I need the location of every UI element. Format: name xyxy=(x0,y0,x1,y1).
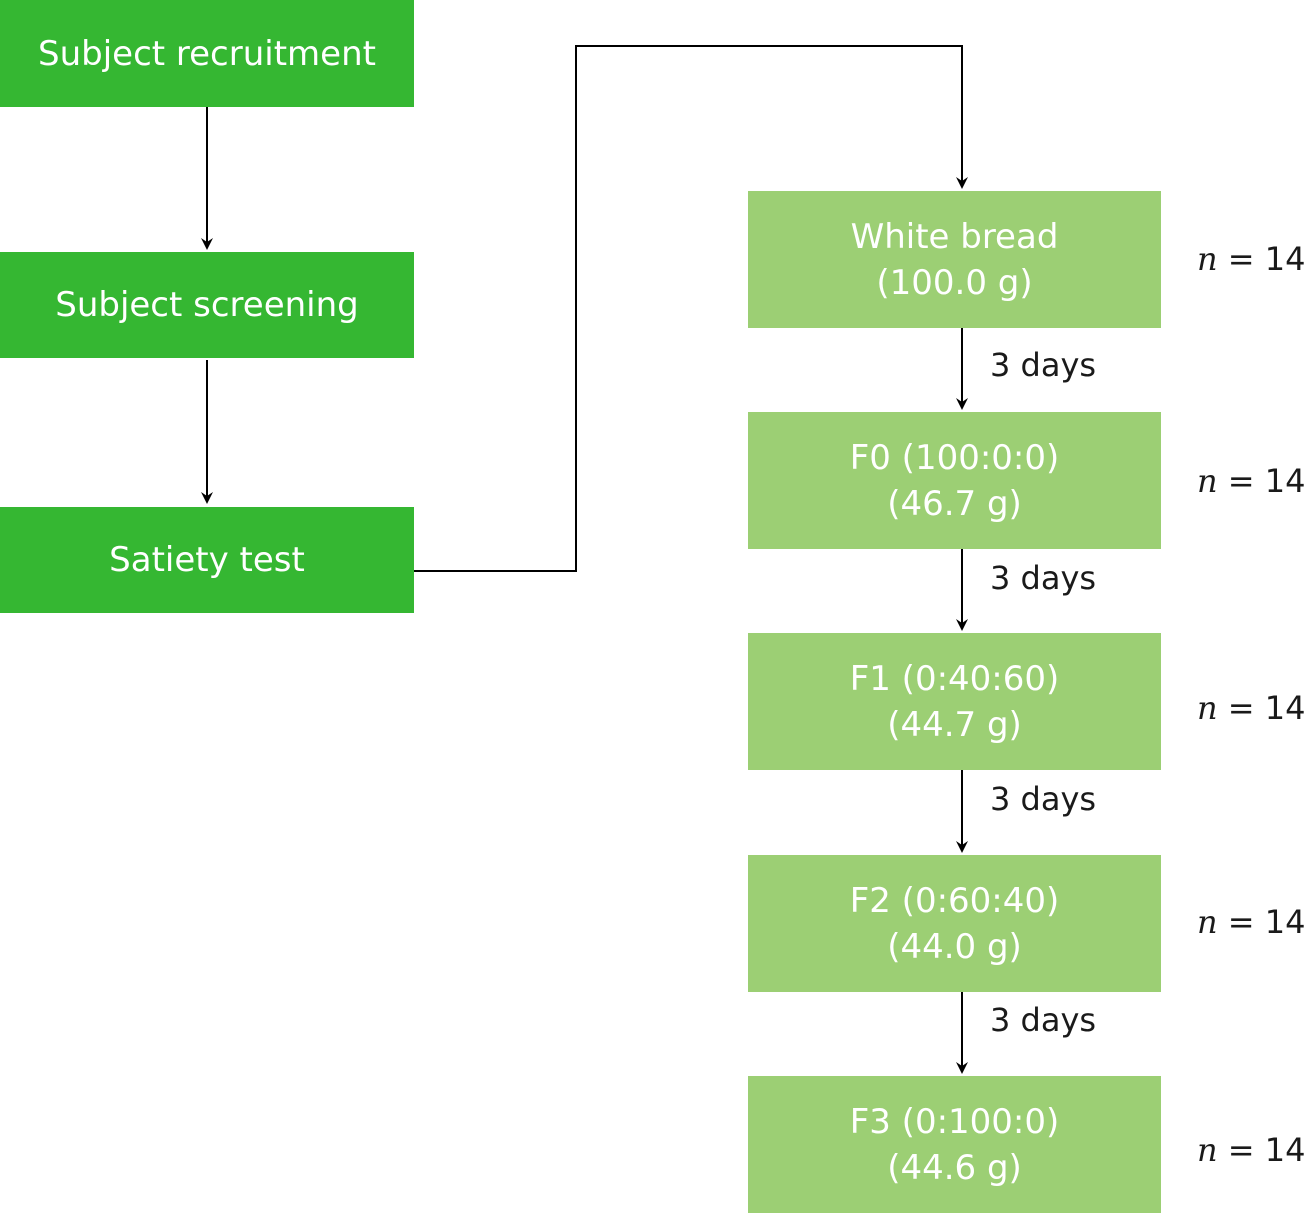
treatment-name: F0 (100:0:0) xyxy=(849,437,1060,478)
step-label: Subject screening xyxy=(55,285,359,325)
n-variable: n xyxy=(1197,240,1218,278)
interval-label: 3 days xyxy=(990,1001,1097,1039)
interval-label: 3 days xyxy=(990,559,1097,597)
treatment-f3: F3 (0:100:0) (44.6 g) xyxy=(748,1076,1161,1213)
treatment-f2: F2 (0:60:40) (44.0 g) xyxy=(748,855,1161,992)
sample-size-label: n = 14 xyxy=(1197,903,1305,941)
treatment-amount: (44.7 g) xyxy=(887,704,1022,745)
arrow-satiety-to-white-bread xyxy=(414,45,968,572)
treatment-amount: (46.7 g) xyxy=(887,483,1022,524)
treatment-name: White bread xyxy=(850,216,1059,257)
sample-size-label: n = 14 xyxy=(1197,1131,1305,1169)
treatment-amount: (100.0 g) xyxy=(876,262,1033,303)
step-label: Satiety test xyxy=(109,540,305,580)
treatment-name: F2 (0:60:40) xyxy=(849,880,1060,921)
n-variable: n xyxy=(1197,903,1218,941)
step-subject-recruitment: Subject recruitment xyxy=(0,0,414,107)
n-value: = 14 xyxy=(1227,903,1305,941)
treatment-amount: (44.6 g) xyxy=(887,1147,1022,1188)
sample-size-label: n = 14 xyxy=(1197,240,1305,278)
treatment-amount: (44.0 g) xyxy=(887,926,1022,967)
sample-size-label: n = 14 xyxy=(1197,462,1305,500)
n-value: = 14 xyxy=(1227,240,1305,278)
n-value: = 14 xyxy=(1227,462,1305,500)
n-variable: n xyxy=(1197,462,1218,500)
treatment-f1: F1 (0:40:60) (44.7 g) xyxy=(748,633,1161,770)
n-variable: n xyxy=(1197,1131,1218,1169)
n-variable: n xyxy=(1197,689,1218,727)
n-value: = 14 xyxy=(1227,1131,1305,1169)
step-satiety-test: Satiety test xyxy=(0,507,414,613)
treatment-white-bread: White bread (100.0 g) xyxy=(748,191,1161,328)
interval-label: 3 days xyxy=(990,780,1097,818)
treatment-f0: F0 (100:0:0) (46.7 g) xyxy=(748,412,1161,549)
n-value: = 14 xyxy=(1227,689,1305,727)
treatment-name: F3 (0:100:0) xyxy=(849,1101,1060,1142)
step-label: Subject recruitment xyxy=(38,33,376,74)
step-subject-screening: Subject screening xyxy=(0,252,414,358)
sample-size-label: n = 14 xyxy=(1197,689,1305,727)
interval-label: 3 days xyxy=(990,346,1097,384)
treatment-name: F1 (0:40:60) xyxy=(849,658,1060,699)
